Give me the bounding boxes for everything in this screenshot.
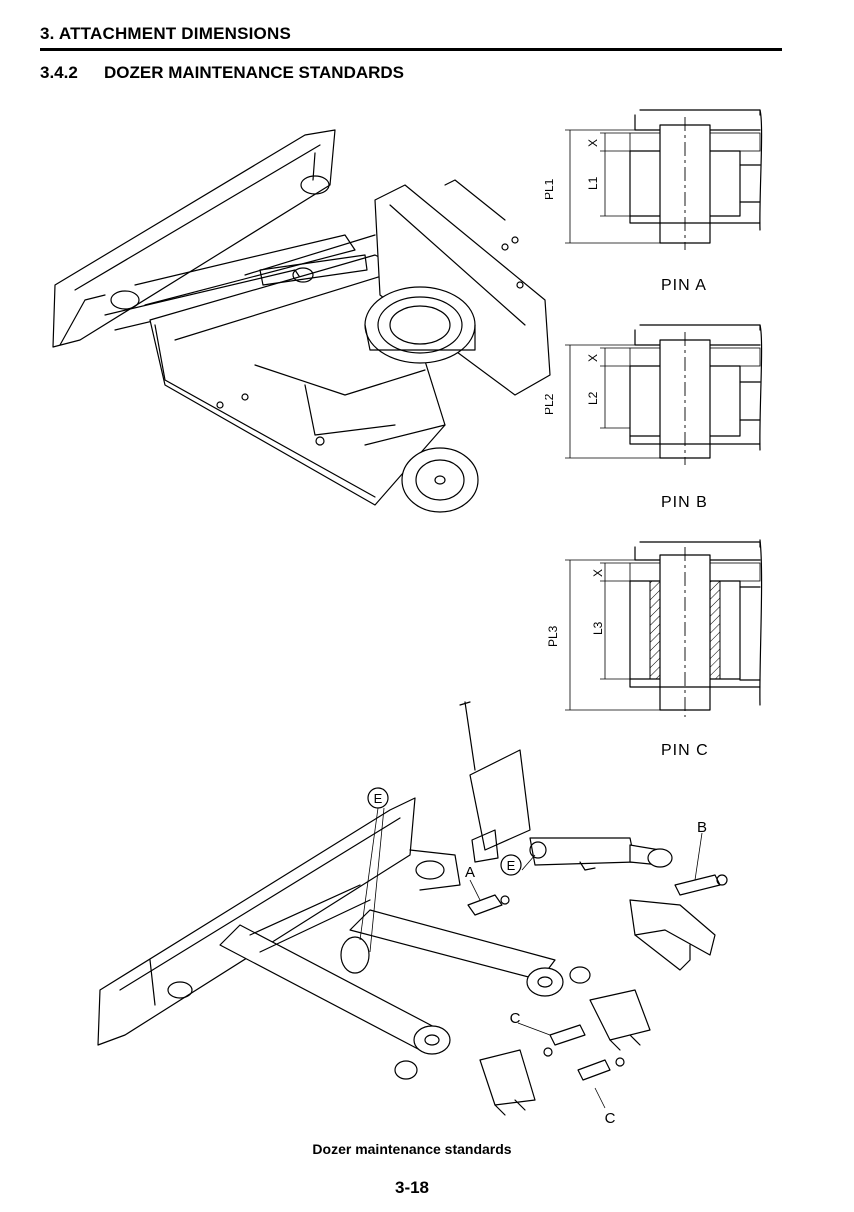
page-number: 3-18 <box>394 1178 430 1197</box>
pin-a-pl-label: PL1 <box>545 178 556 200</box>
pin-c-label: PIN C <box>661 742 709 759</box>
callout-c-bottom: C <box>605 1110 616 1127</box>
pin-a-diagram: PL1 L1 X <box>545 109 763 250</box>
pin-a-label: PIN A <box>661 277 707 294</box>
pin-c-x-label: X <box>591 569 605 577</box>
pin-b-x-label: X <box>586 354 600 362</box>
pin-b-pl-label: PL2 <box>545 393 556 415</box>
section-heading: 3.4.2 DOZER MAINTENANCE STANDARDS <box>40 63 404 83</box>
chapter-title: 3. ATTACHMENT DIMENSIONS <box>40 24 291 43</box>
figure-caption: Dozer maintenance standards <box>312 1141 512 1157</box>
pin-c-diagram: PL3 L3 X <box>546 539 763 717</box>
pin-c-l-label: L3 <box>591 621 605 635</box>
pin-b-diagram: PL2 L2 X <box>545 324 763 465</box>
dozer-exploded-illustration: E E A B C C <box>97 701 728 1127</box>
callout-b: B <box>697 819 707 836</box>
pin-a-l-label: L1 <box>586 176 600 190</box>
callout-e-cylinder: E <box>507 858 516 873</box>
callout-e-top: E <box>374 791 383 806</box>
page-header: 3. ATTACHMENT DIMENSIONS <box>40 24 782 51</box>
section-title: DOZER MAINTENANCE STANDARDS <box>104 63 405 82</box>
pin-a-x-label: X <box>586 139 600 147</box>
callout-a: A <box>465 864 475 881</box>
section-number: 3.4.2 <box>40 63 78 82</box>
undercarriage-illustration <box>52 129 551 513</box>
pin-c-pl-label: PL3 <box>546 625 560 647</box>
pin-b-l-label: L2 <box>586 391 600 405</box>
pin-b-label: PIN B <box>661 494 708 511</box>
callout-c-left: C <box>510 1010 521 1027</box>
